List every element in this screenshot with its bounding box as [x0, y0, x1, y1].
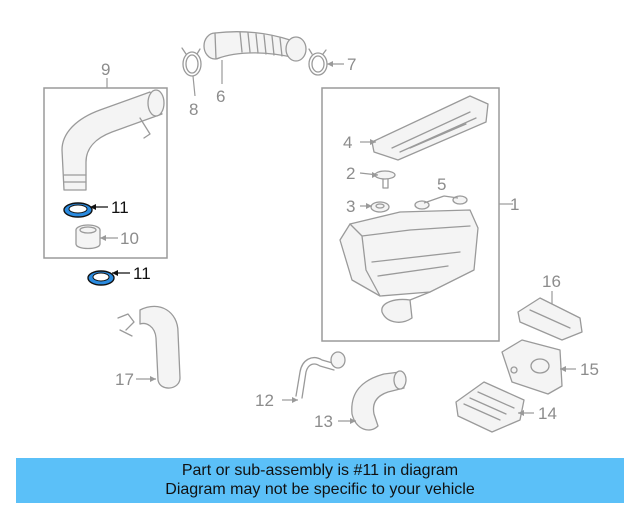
part-1-air-box[interactable] [339, 209, 479, 323]
arrow-12 [292, 397, 298, 403]
callout-11-lower[interactable]: 11 [133, 264, 151, 283]
arrow-15 [560, 366, 566, 372]
callout-4[interactable]: 4 [343, 133, 352, 152]
part-17-air-duct[interactable] [117, 305, 181, 389]
callout-8[interactable]: 8 [189, 100, 198, 119]
arrow-2 [372, 172, 378, 178]
callout-7[interactable]: 7 [347, 55, 356, 74]
part-11-clamp-upper[interactable] [63, 202, 93, 218]
callout-9[interactable]: 9 [101, 60, 110, 79]
part-1-group-box [321, 87, 500, 342]
part-11-upper-inner [68, 204, 88, 214]
part-7-hose-clamp[interactable] [308, 48, 328, 76]
leader-8 [192, 75, 196, 97]
callout-5[interactable]: 5 [437, 175, 446, 194]
arrow-3 [366, 203, 372, 209]
callout-6[interactable]: 6 [216, 87, 225, 106]
callout-16[interactable]: 16 [542, 272, 561, 291]
part-15-bracket[interactable] [501, 339, 563, 395]
leader-5 [423, 195, 459, 204]
callout-11-upper[interactable]: 11 [111, 198, 129, 217]
arrow-13 [350, 418, 356, 424]
arrow-10 [100, 235, 106, 241]
part-16-cover[interactable] [517, 297, 583, 341]
callout-2[interactable]: 2 [346, 164, 355, 183]
part-9-intake-pipe[interactable] [61, 89, 165, 191]
part-5-grommets[interactable] [414, 195, 468, 210]
callout-14[interactable]: 14 [538, 404, 557, 423]
part-13-elbow-duct[interactable] [351, 370, 407, 431]
part-6-intake-hose[interactable] [203, 31, 307, 62]
part-3-grommet[interactable] [370, 201, 390, 213]
callout-12[interactable]: 12 [255, 391, 274, 410]
arrow-11-lower [112, 270, 118, 276]
callout-1[interactable]: 1 [510, 195, 519, 214]
arrow-4 [370, 139, 376, 145]
part-11-lower-inner [92, 272, 110, 282]
part-8-hose-clamp[interactable] [181, 47, 202, 77]
callout-13[interactable]: 13 [314, 412, 333, 431]
part-4-cover[interactable] [371, 95, 489, 161]
arrow-11-upper [90, 204, 96, 210]
info-banner: Part or sub-assembly is #11 in diagram D… [16, 458, 624, 503]
part-11-clamp-lower[interactable] [87, 270, 115, 286]
arrow-14 [518, 410, 524, 416]
part-10-coupler[interactable] [75, 224, 101, 250]
callout-15[interactable]: 15 [580, 360, 599, 379]
callout-17[interactable]: 17 [115, 370, 134, 389]
part-12-breather-hose[interactable] [295, 351, 346, 399]
callout-10[interactable]: 10 [120, 229, 139, 248]
callout-3[interactable]: 3 [346, 197, 355, 216]
banner-line-2: Diagram may not be specific to your vehi… [165, 481, 475, 498]
part-2-grommet[interactable] [374, 170, 396, 189]
arrow-7 [327, 61, 333, 67]
part-14-air-guide[interactable] [455, 381, 525, 433]
part-9-group-box [43, 87, 168, 259]
banner-line-1: Part or sub-assembly is #11 in diagram [181, 462, 459, 479]
arrow-17 [150, 376, 156, 382]
